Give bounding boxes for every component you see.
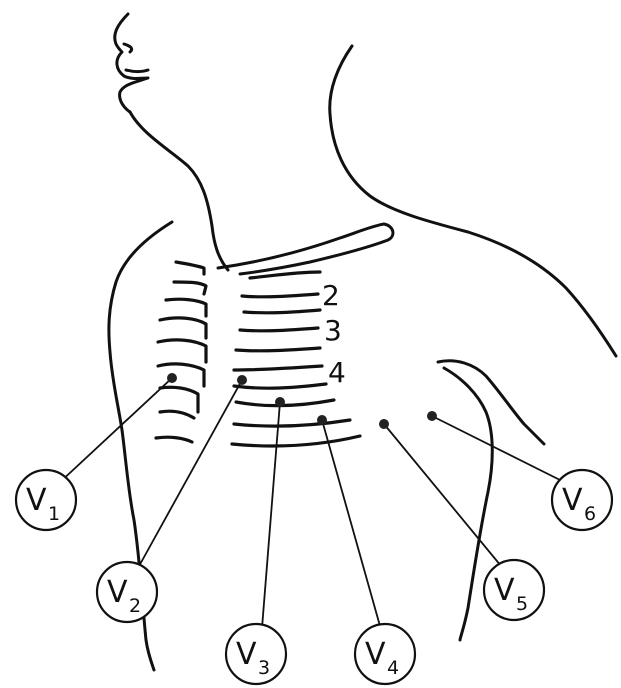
ribs-left	[156, 262, 206, 442]
right-rib	[250, 272, 320, 278]
clavicle	[218, 224, 393, 274]
rib-number-3: 3	[324, 314, 342, 347]
body-outline	[109, 14, 616, 670]
lead-v6-connector	[432, 416, 568, 484]
lead-v3-letter: V	[236, 637, 257, 672]
mouth-line	[126, 70, 148, 72]
left-rib	[160, 411, 194, 418]
right-rib	[234, 366, 322, 370]
right-rib	[244, 310, 320, 313]
right-rib	[236, 348, 320, 351]
right-rib	[236, 400, 334, 406]
lead-v2-connector	[138, 380, 242, 568]
rib-numbers: 2 3 4	[322, 279, 346, 389]
lead-v3-connector	[262, 402, 280, 628]
lead-v6-subscript: 6	[584, 503, 596, 525]
electrode-v1	[167, 373, 177, 383]
electrode-dots	[167, 373, 437, 429]
left-rib	[160, 318, 206, 338]
rib-number-2: 2	[322, 279, 340, 312]
lead-v2-letter: V	[107, 575, 128, 610]
lead-label-v6: V 6	[552, 470, 612, 530]
lead-v5-subscript: 5	[516, 593, 528, 615]
electrode-v6	[427, 411, 437, 421]
left-rib	[156, 437, 192, 442]
right-rib	[242, 294, 318, 297]
lead-v1-letter: V	[26, 483, 47, 518]
lead-v4-connector	[322, 420, 380, 626]
lead-v4-subscript: 4	[387, 657, 399, 679]
lead-v1-subscript: 1	[48, 503, 60, 525]
face-profile	[115, 14, 148, 112]
neck-front	[130, 112, 228, 270]
lead-v2-subscript: 2	[129, 595, 141, 617]
left-rib	[174, 282, 206, 294]
right-rib	[240, 328, 318, 331]
lead-v4-letter: V	[365, 637, 386, 672]
left-rib	[160, 387, 198, 412]
nostril-line	[124, 44, 132, 52]
lead-v6-letter: V	[562, 483, 583, 518]
right-rib	[234, 384, 326, 388]
left-rib	[176, 262, 204, 274]
lead-v5-letter: V	[494, 573, 515, 608]
right-rib	[232, 436, 360, 446]
lead-label-v5: V 5	[484, 560, 544, 620]
neck-back-shoulder	[330, 46, 616, 356]
lead-label-v3: V 3	[226, 624, 286, 684]
lead-label-v4: V 4	[355, 624, 415, 684]
lead-label-v2: V 2	[97, 562, 157, 622]
right-rib	[234, 420, 350, 426]
rib-number-4: 4	[328, 356, 346, 389]
lead-v3-subscript: 3	[258, 657, 270, 679]
electrode-v3	[275, 397, 285, 407]
electrode-v4	[317, 415, 327, 425]
left-rib	[166, 299, 206, 316]
left-rib	[158, 364, 204, 386]
left-rib	[158, 340, 206, 362]
electrode-v5	[379, 419, 389, 429]
electrode-v2	[237, 375, 247, 385]
lead-label-v1: V 1	[16, 470, 76, 530]
